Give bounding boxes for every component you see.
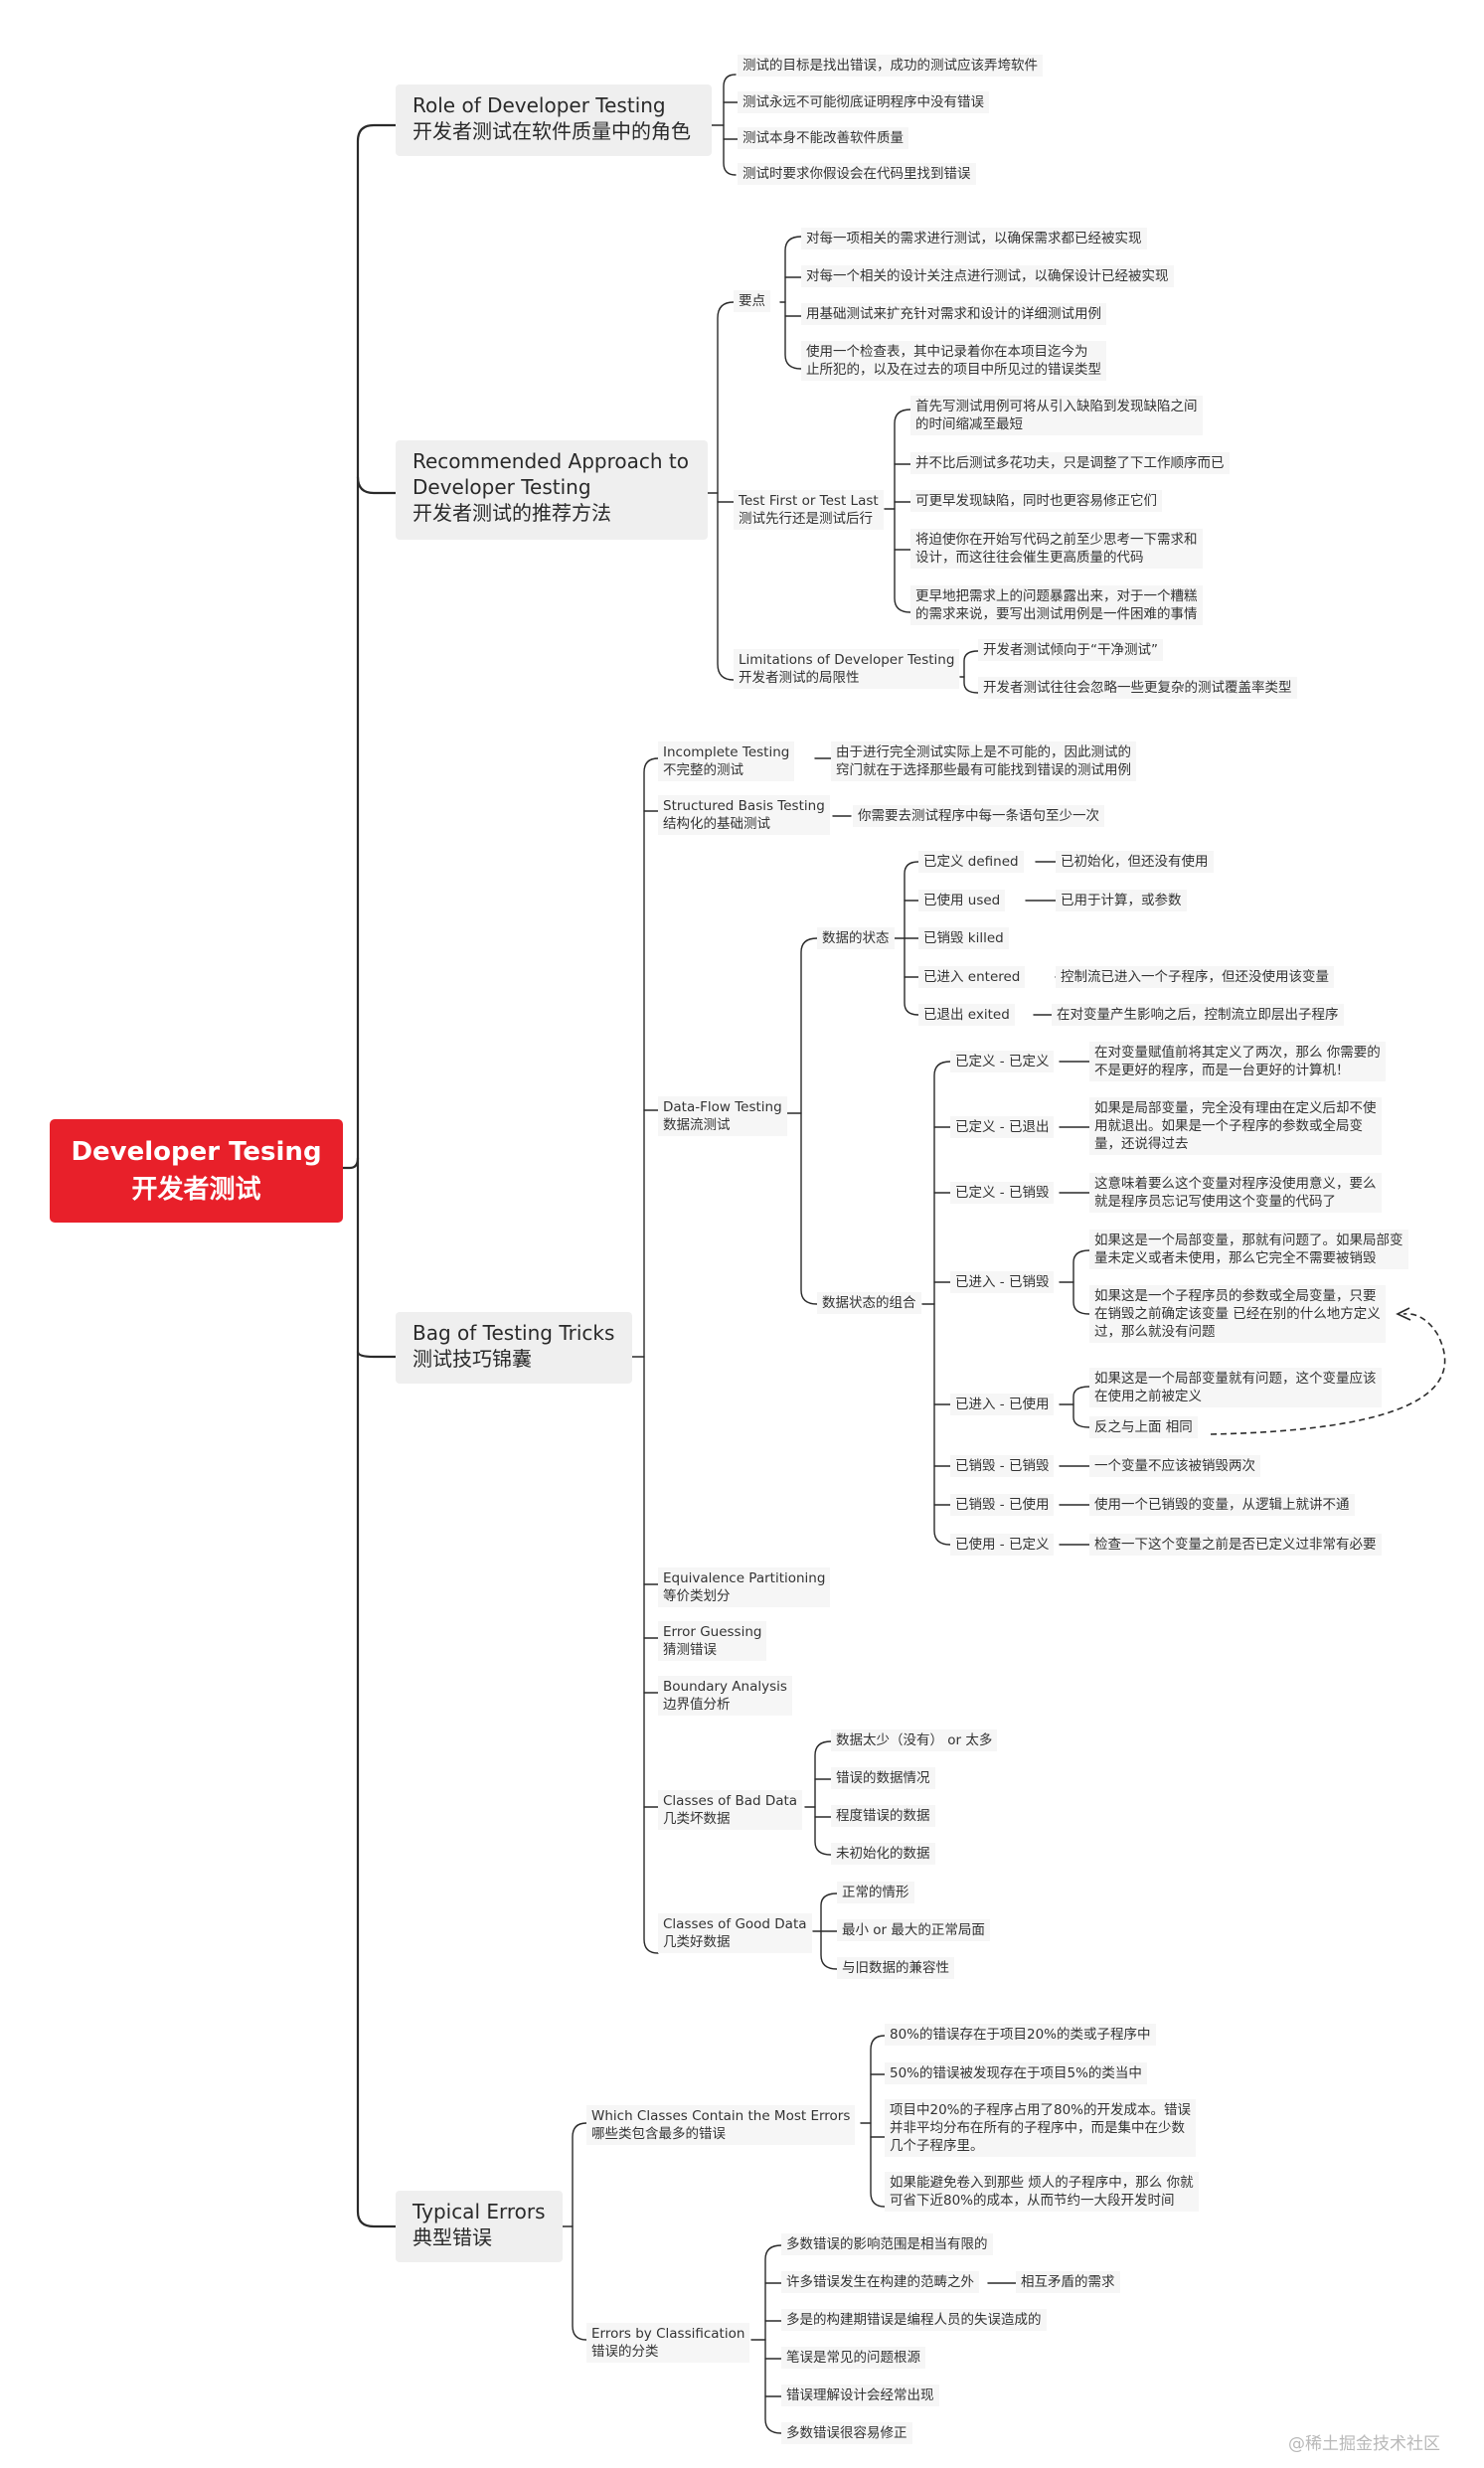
- classification-item-6[interactable]: 多数错误很容易修正: [781, 2422, 912, 2444]
- points-node[interactable]: 要点: [734, 290, 770, 312]
- good-data-item-3[interactable]: 与旧数据的兼容性: [837, 1957, 954, 1979]
- structured-basis-desc[interactable]: 你需要去测试程序中每一条语句至少一次: [853, 805, 1104, 827]
- combo-entered-used[interactable]: 已进入 - 已使用: [950, 1394, 1055, 1415]
- combo-defined-exited-desc[interactable]: 如果是局部变量，完全没有理由在定义后却不使 用就退出。如果是一个子程序的参数或全…: [1089, 1097, 1382, 1155]
- state-entered[interactable]: 已进入 entered: [918, 966, 1026, 988]
- data-states-node[interactable]: 数据的状态: [817, 927, 895, 949]
- branch-title-en: Bag of Testing Tricks: [412, 1321, 615, 1345]
- branch-title-en: Recommended Approach to: [412, 449, 689, 473]
- state-exited[interactable]: 已退出 exited: [918, 1004, 1015, 1026]
- state-defined[interactable]: 已定义 defined: [918, 851, 1024, 873]
- incomplete-testing-desc[interactable]: 由于进行完全测试实际上是不可能的，因此测试的 窍门就在于选择那些最有可能找到错误…: [831, 741, 1136, 781]
- good-data-item-2[interactable]: 最小 or 最大的正常局面: [837, 1919, 990, 1941]
- combo-used-defined-desc[interactable]: 检查一下这个变量之前是否已定义过非常有必要: [1089, 1534, 1382, 1556]
- combo-entered-killed-desc-2[interactable]: 如果这是一个子程序员的参数或全局变量，只要 在销毁之前确定该变量 已经在别的什么…: [1089, 1285, 1386, 1343]
- error-guessing-node[interactable]: Error Guessing 猜测错误: [658, 1621, 767, 1661]
- bad-data-item-4[interactable]: 未初始化的数据: [831, 1843, 935, 1865]
- combo-entered-killed-desc-1[interactable]: 如果这是一个局部变量，那就有问题了。如果局部变 量未定义或者未使用，那么它完全不…: [1089, 1230, 1408, 1269]
- watermark: @稀土掘金技术社区: [1288, 2434, 1440, 2454]
- test-first-item-4[interactable]: 将迫使你在开始写代码之前至少思考一下需求和 设计，而这往往会催生更高质量的代码: [910, 529, 1203, 569]
- role-item-2[interactable]: 测试永远不可能彻底证明程序中没有错误: [738, 91, 989, 113]
- branch-role[interactable]: Role of Developer Testing 开发者测试在软件质量中的角色: [396, 84, 712, 156]
- errors-by-classification-node[interactable]: Errors by Classification 错误的分类: [586, 2323, 750, 2363]
- data-flow-node[interactable]: Data-Flow Testing 数据流测试: [658, 1096, 787, 1136]
- combo-killed-used[interactable]: 已销毁 - 已使用: [950, 1494, 1055, 1516]
- state-entered-desc[interactable]: 控制流已进入一个子程序，但还没使用该变量: [1056, 966, 1334, 988]
- branch-bag[interactable]: Bag of Testing Tricks 测试技巧锦囊: [396, 1312, 632, 1384]
- combo-killed-killed[interactable]: 已销毁 - 已销毁: [950, 1455, 1055, 1477]
- good-data-node[interactable]: Classes of Good Data 几类好数据: [658, 1913, 812, 1953]
- state-combos-node[interactable]: 数据状态的组合: [817, 1292, 921, 1314]
- branch-title-zh: 测试技巧锦囊: [412, 1347, 532, 1371]
- root-title-zh: 开发者测试: [131, 1175, 261, 1205]
- branch-title-en: Role of Developer Testing: [412, 93, 666, 117]
- relation-arrow: [1210, 1313, 1446, 1435]
- point-item-4[interactable]: 使用一个检查表，其中记录着你在本项目迄今为 止所犯的，以及在过去的项目中所见过的…: [801, 341, 1106, 381]
- role-item-1[interactable]: 测试的目标是找出错误，成功的测试应该弄垮软件: [738, 55, 1043, 77]
- bad-data-item-3[interactable]: 程度错误的数据: [831, 1805, 935, 1827]
- root-title-en: Developer Tesing: [71, 1137, 322, 1167]
- test-first-node[interactable]: Test First or Test Last 测试先行还是测试后行: [734, 490, 884, 530]
- point-item-1[interactable]: 对每一项相关的需求进行测试，以确保需求都已经被实现: [801, 228, 1147, 249]
- test-first-item-2[interactable]: 并不比后测试多花功夫，只是调整了下工作顺序而已: [910, 452, 1230, 474]
- good-data-item-1[interactable]: 正常的情形: [837, 1882, 914, 1903]
- combo-defined-defined[interactable]: 已定义 - 已定义: [950, 1051, 1055, 1072]
- limitation-item-2[interactable]: 开发者测试往往会忽略一些更复杂的测试覆盖率类型: [978, 677, 1297, 699]
- combo-defined-defined-desc[interactable]: 在对变量赋值前将其定义了两次，那么 你需要的 不是更好的程序，而是一台更好的计算…: [1089, 1042, 1386, 1081]
- which-item-1[interactable]: 80%的错误存在于项目20%的类或子程序中: [885, 2024, 1156, 2046]
- state-defined-desc[interactable]: 已初始化，但还没有使用: [1056, 851, 1214, 873]
- bad-data-item-2[interactable]: 错误的数据情况: [831, 1767, 935, 1789]
- combo-entered-killed[interactable]: 已进入 - 已销毁: [950, 1271, 1055, 1293]
- bad-data-item-1[interactable]: 数据太少（没有） or 太多: [831, 1729, 998, 1751]
- branch-title-zh: 典型错误: [412, 2225, 492, 2249]
- classification-item-4[interactable]: 笔误是常见的问题根源: [781, 2347, 925, 2369]
- which-item-4[interactable]: 如果能避免卷入到那些 烦人的子程序中，那么 你就 可省下近80%的成本，从而节约…: [885, 2172, 1199, 2212]
- state-exited-desc[interactable]: 在对变量产生影响之后，控制流立即层出子程序: [1052, 1004, 1344, 1026]
- bad-data-node[interactable]: Classes of Bad Data 几类坏数据: [658, 1790, 803, 1830]
- combo-entered-used-desc[interactable]: 如果这是一个局部变量就有问题，这个变量应该 在使用之前被定义: [1089, 1368, 1382, 1407]
- point-item-2[interactable]: 对每一个相关的设计关注点进行测试，以确保设计已经被实现: [801, 265, 1174, 287]
- branch-typical[interactable]: Typical Errors 典型错误: [396, 2191, 563, 2262]
- combo-used-defined[interactable]: 已使用 - 已定义: [950, 1534, 1055, 1556]
- branch-title-en: Typical Errors: [412, 2200, 546, 2223]
- role-item-3[interactable]: 测试本身不能改善软件质量: [738, 127, 908, 149]
- combo-killed-killed-desc[interactable]: 一个变量不应该被销毁两次: [1089, 1455, 1260, 1477]
- limitations-node[interactable]: Limitations of Developer Testing 开发者测试的局…: [734, 649, 960, 689]
- role-item-4[interactable]: 测试时要求你假设会在代码里找到错误: [738, 163, 976, 185]
- test-first-item-5[interactable]: 更早地把需求上的问题暴露出来，对于一个糟糕 的需求来说，要写出测试用例是一件困难…: [910, 585, 1203, 625]
- limitation-item-1[interactable]: 开发者测试倾向于“干净测试”: [978, 639, 1163, 661]
- branch-title-zh: 开发者测试在软件质量中的角色: [412, 119, 691, 143]
- combo-defined-killed[interactable]: 已定义 - 已销毁: [950, 1182, 1055, 1204]
- branch-title-zh: 开发者测试的推荐方法: [412, 501, 611, 525]
- state-killed[interactable]: 已销毁 killed: [918, 927, 1009, 949]
- which-item-3[interactable]: 项目中20%的子程序占用了80%的开发成本。错误 并非平均分布在所有的子程序中，…: [885, 2099, 1197, 2157]
- point-item-3[interactable]: 用基础测试来扩充针对需求和设计的详细测试用例: [801, 303, 1106, 325]
- combo-killed-used-desc[interactable]: 使用一个已销毁的变量，从逻辑上就讲不通: [1089, 1494, 1355, 1516]
- which-classes-node[interactable]: Which Classes Contain the Most Errors 哪些…: [586, 2105, 856, 2145]
- boundary-node[interactable]: Boundary Analysis 边界值分析: [658, 1676, 792, 1716]
- incomplete-testing-node[interactable]: Incomplete Testing 不完整的测试: [658, 741, 795, 781]
- combo-defined-killed-desc[interactable]: 这意味着要么这个变量对程序没使用意义，要么 就是程序员忘记写使用这个变量的代码了: [1089, 1173, 1382, 1213]
- branch-approach[interactable]: Recommended Approach to Developer Testin…: [396, 440, 708, 540]
- state-used[interactable]: 已使用 used: [918, 890, 1006, 911]
- combo-defined-exited[interactable]: 已定义 - 已退出: [950, 1116, 1055, 1138]
- classification-item-3[interactable]: 多是的构建期错误是编程人员的失误造成的: [781, 2309, 1047, 2331]
- test-first-item-1[interactable]: 首先写测试用例可将从引入缺陷到发现缺陷之间 的时间缩减至最短: [910, 396, 1203, 435]
- classification-item-1[interactable]: 多数错误的影响范围是相当有限的: [781, 2233, 993, 2255]
- test-first-item-3[interactable]: 可更早发现缺陷，同时也更容易修正它们: [910, 490, 1162, 512]
- equivalence-node[interactable]: Equivalence Partitioning 等价类划分: [658, 1567, 831, 1607]
- combo-entered-used-note[interactable]: 反之与上面 相同: [1089, 1416, 1198, 1438]
- root-topic[interactable]: Developer Tesing 开发者测试: [50, 1119, 343, 1223]
- branch-title-en-2: Developer Testing: [412, 475, 591, 499]
- state-used-desc[interactable]: 已用于计算，或参数: [1056, 890, 1187, 911]
- classification-item-2-sub[interactable]: 相互矛盾的需求: [1016, 2271, 1120, 2293]
- classification-item-2[interactable]: 许多错误发生在构建的范畴之外: [781, 2271, 979, 2293]
- classification-item-5[interactable]: 错误理解设计会经常出现: [781, 2385, 939, 2406]
- which-item-2[interactable]: 50%的错误被发现存在于项目5%的类当中: [885, 2062, 1147, 2084]
- structured-basis-node[interactable]: Structured Basis Testing 结构化的基础测试: [658, 795, 830, 835]
